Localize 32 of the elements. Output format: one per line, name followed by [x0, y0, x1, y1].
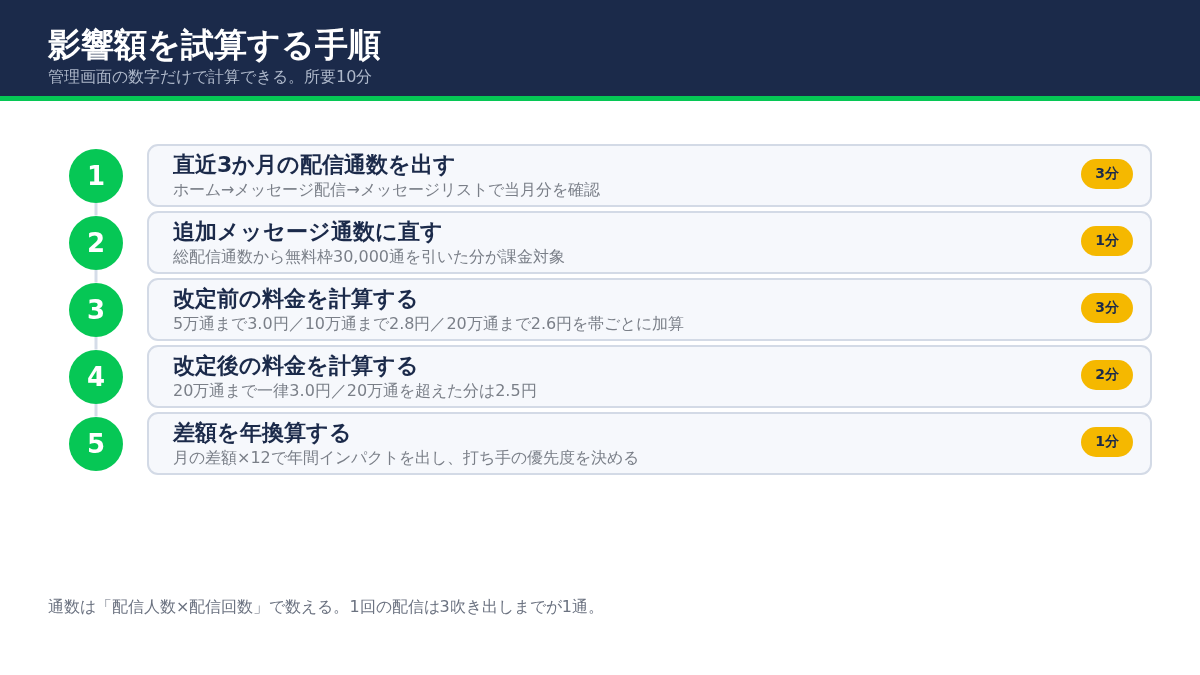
step-description: 20万通まで一律3.0円／20万通を超えた分は2.5円 — [173, 381, 537, 401]
step-title: 改定後の料金を計算する — [173, 352, 419, 380]
step-card — [147, 144, 1152, 207]
duration-tag: 1分 — [1081, 226, 1133, 256]
step-title: 追加メッセージ通数に直す — [173, 218, 443, 246]
connector-line — [94, 202, 98, 216]
step-card — [147, 211, 1152, 274]
footnote: 通数は「配信人数×配信回数」で数える。1回の配信は3吹き出しまでが1通。 — [48, 597, 604, 617]
step-description: 総配信通数から無料枠30,000通を引いた分が課金対象 — [173, 247, 565, 267]
connector-line — [94, 403, 98, 417]
step-description: ホーム→メッセージ配信→メッセージリストで当月分を確認 — [173, 180, 600, 200]
duration-tag: 2分 — [1081, 360, 1133, 390]
connector-line — [94, 336, 98, 350]
duration-tag: 3分 — [1081, 293, 1133, 323]
step-number-circle: 4 — [69, 349, 123, 404]
step-title: 改定前の料金を計算する — [173, 285, 419, 313]
subtitle: 管理画面の数字だけで計算できる。所要10分 — [48, 67, 373, 87]
step-number-circle: 5 — [69, 416, 123, 471]
step-number-circle: 2 — [69, 215, 123, 270]
step-card — [147, 345, 1152, 408]
step-description: 月の差額×12で年間インパクトを出し、打ち手の優先度を決める — [173, 448, 639, 468]
step-description: 5万通まで3.0円／10万通まで2.8円／20万通まで2.6円を帯ごとに加算 — [173, 314, 685, 334]
duration-tag: 3分 — [1081, 159, 1133, 189]
step-number-circle: 3 — [69, 282, 123, 337]
duration-tag: 1分 — [1081, 427, 1133, 457]
step-card — [147, 278, 1152, 341]
connector-line — [94, 269, 98, 283]
step-title: 差額を年換算する — [173, 419, 352, 447]
step-title: 直近3か月の配信通数を出す — [173, 151, 457, 179]
step-card — [147, 412, 1152, 475]
page-title: 影響額を試算する手順 — [48, 25, 381, 65]
step-number-circle: 1 — [69, 148, 123, 203]
